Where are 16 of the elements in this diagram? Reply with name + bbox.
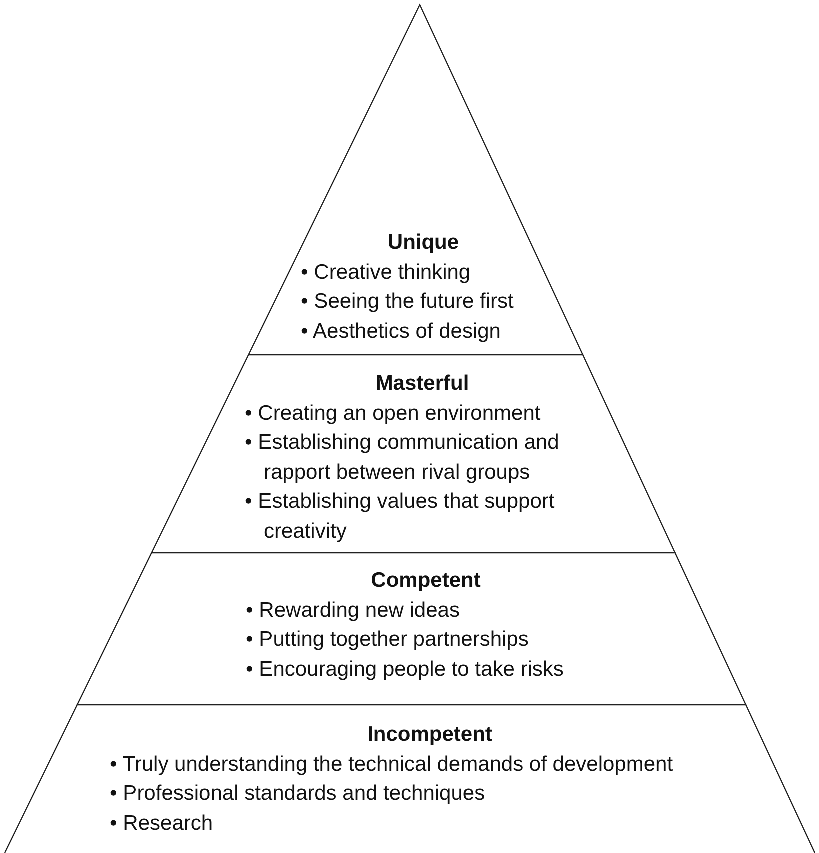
bullet-item: • Professional standards and techniques [110, 781, 486, 807]
tier-heading: Masterful [376, 371, 470, 397]
bullet-item: • Research [110, 810, 214, 836]
tier-heading: Competent [371, 568, 481, 594]
bullet-item: • Seeing the future first [301, 289, 515, 315]
bullet-item: • Rewarding new ideas [246, 598, 461, 624]
bullet-item: • Truly understanding the technical demands of development [110, 752, 674, 778]
bullet-item: • Establishing communication and rapport between rival groups [245, 430, 560, 486]
bullet-item: • Establishing values that support creativity [245, 489, 556, 544]
tier-heading: Incompetent [368, 722, 492, 748]
bullet-item: • Encouraging people to take risks [246, 656, 565, 682]
bullet-item: • Putting together partnerships [246, 627, 530, 653]
tier-heading: Unique [388, 230, 460, 256]
bullet-item: • Creative thinking [301, 260, 472, 286]
bullet-item: • Aesthetics of design [301, 318, 502, 344]
bullet-item: • Creating an open environment [245, 400, 542, 426]
